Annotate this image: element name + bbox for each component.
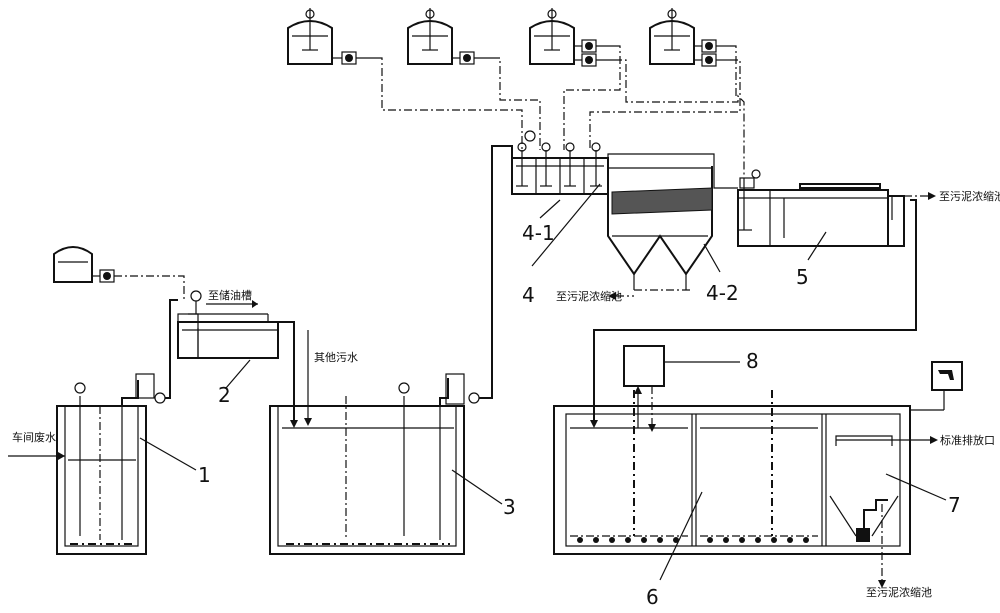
unit-8 <box>623 345 740 432</box>
label-3: 3 <box>503 495 516 519</box>
tank-3-equalization <box>269 382 465 555</box>
label-4-1: 4-1 <box>522 221 555 245</box>
label-1: 1 <box>198 463 211 487</box>
to-sludge-thickener-1: 至污泥浓缩池 <box>556 290 622 303</box>
dosing-tank-d <box>649 8 730 67</box>
label-2: 2 <box>218 383 231 407</box>
other-sewage-label: 其他污水 <box>314 351 358 364</box>
dosing-tank-a <box>287 8 376 65</box>
tank-2-oil-separator <box>177 290 298 428</box>
tank-1 <box>8 382 147 555</box>
to-sludge-thickener-2: 至污泥浓缩池 <box>939 190 1000 203</box>
label-6: 6 <box>646 585 659 609</box>
dosing-tank-c <box>529 8 614 67</box>
tank-5 <box>590 169 936 428</box>
lift-pump-1 <box>121 299 178 406</box>
label-4: 4 <box>522 283 535 307</box>
to-oil-tank-label: 至储油槽 <box>208 288 252 302</box>
tank-6-and-7 <box>553 361 963 588</box>
reactor-4-1 <box>511 130 715 195</box>
dosing-lines-top <box>376 45 745 178</box>
dosing-tank-b <box>407 8 492 65</box>
label-8: 8 <box>746 349 759 373</box>
standard-outlet-label: 标准排放口 <box>940 433 995 447</box>
lift-pump-3 <box>439 145 513 406</box>
label-4-2: 4-2 <box>706 281 739 305</box>
settler-4-2 <box>607 166 713 300</box>
dosing-tank-left <box>53 246 185 300</box>
workshop-water-label: 车间废水 <box>12 430 56 444</box>
label-5: 5 <box>796 265 809 289</box>
label-7: 7 <box>948 493 961 517</box>
to-sludge-thickener-3: 至污泥浓缩池 <box>866 586 932 599</box>
